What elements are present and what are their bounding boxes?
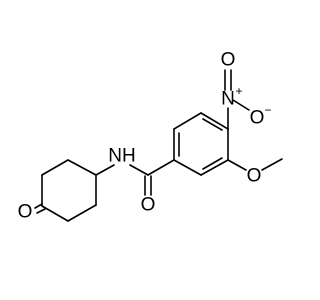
bond-benzene-c6-c1 [173, 159, 202, 176]
atom-nitro-oxygen-up: O [221, 50, 236, 71]
bond-ketone-double-a [34, 203, 43, 209]
bond-ketone-double-b [36, 208, 46, 214]
bond-benzene-c3-c4 [200, 112, 229, 130]
charge-nitro-oxygen: − [264, 103, 271, 117]
atom-ketone-oxygen: O [18, 202, 33, 223]
bond-ring-c5-c6 [41, 159, 69, 176]
atom-amide-nh: NH [108, 146, 135, 167]
atom-nitro-nitrogen: N [221, 89, 235, 110]
bond-layer [34, 69, 283, 222]
bond-benzene-inner-b [202, 118, 223, 131]
atom-label-layer: O NH O O N + O O − [18, 50, 272, 223]
atom-methoxy-oxygen: O [247, 166, 262, 187]
bond-methoxy-to-methyl [261, 158, 283, 171]
atom-nitro-oxygen-right: O [250, 108, 265, 129]
bond-ring-to-methoxy [227, 159, 247, 171]
atom-amide-oxygen: O [141, 195, 156, 216]
structure-canvas: O NH O O N + O O − [18, 50, 283, 223]
bond-benzene-c2-c3 [173, 112, 202, 130]
bond-benzene-inner-c [202, 157, 223, 170]
bond-nh-to-carbonyl [129, 164, 149, 176]
bond-carbonyl-to-ring [147, 159, 175, 176]
bond-nitro-n-o-single [232, 99, 250, 111]
bond-ring-c3-c4 [41, 205, 69, 222]
bond-benzene-c5-c6 [200, 159, 229, 176]
charge-nitro-nitrogen: + [235, 84, 242, 98]
bond-ring-c6-c1 [67, 159, 97, 176]
bond-ring-to-nh [95, 164, 115, 176]
bond-ring-c2-c3 [67, 204, 97, 222]
